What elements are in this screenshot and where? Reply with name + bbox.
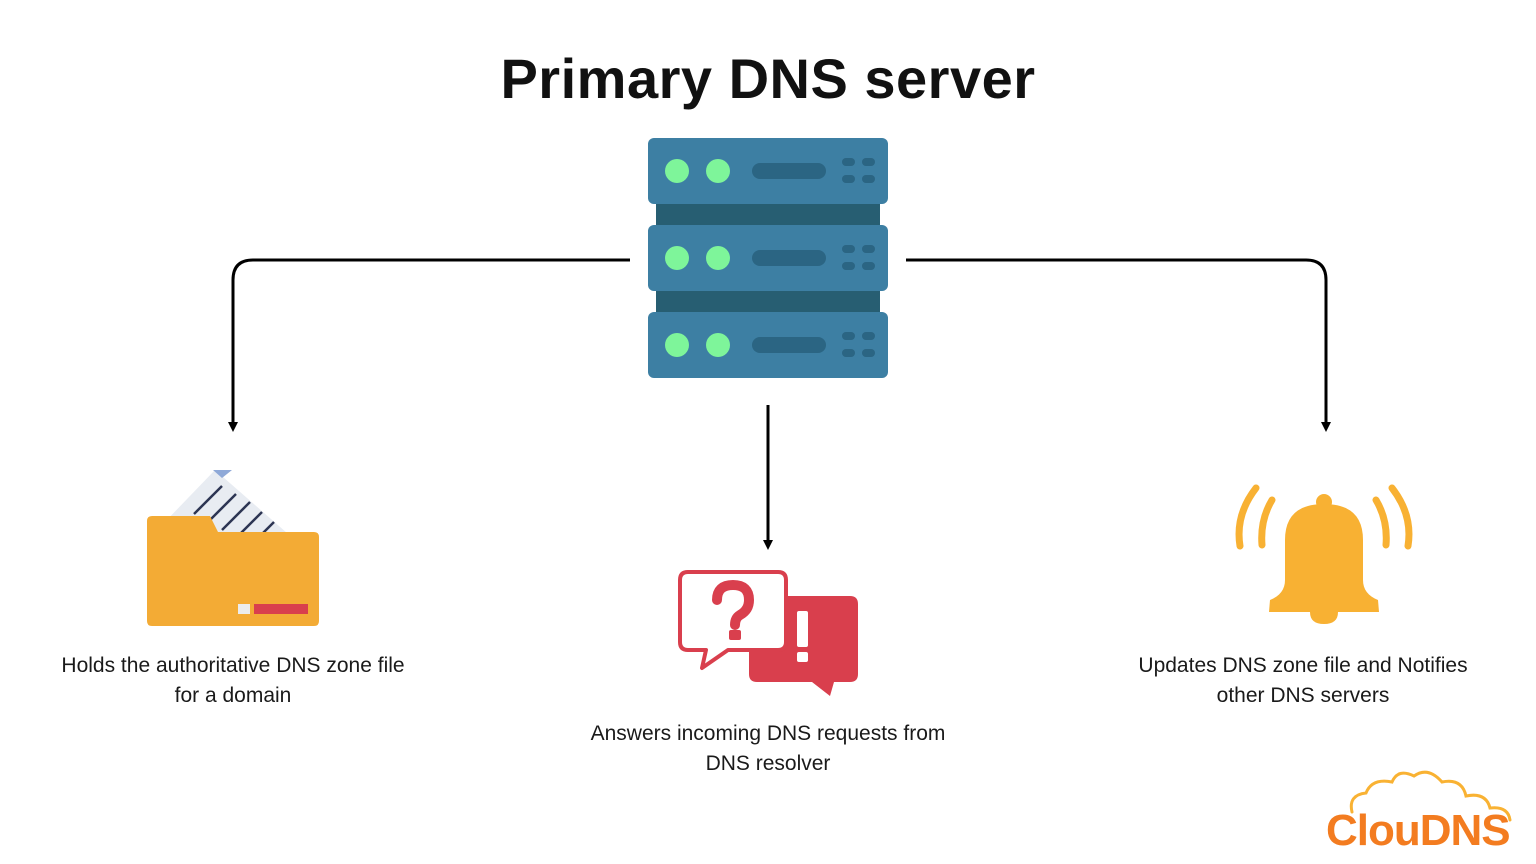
ringing-bell-icon <box>1235 484 1413 624</box>
caption-line: other DNS servers <box>1216 684 1390 707</box>
folder-document-icon <box>147 470 319 626</box>
caption-line: Holds the authoritative DNS zone file <box>61 654 405 677</box>
caption-line: Answers incoming DNS requests from <box>590 722 946 745</box>
caption-answers-requests: Answers incoming DNS requests from DNS r… <box>548 719 988 779</box>
diagram-title: Primary DNS server <box>500 47 1036 110</box>
caption-updates-notifies: Updates DNS zone file and Notifies other… <box>1110 651 1496 711</box>
caption-line: for a domain <box>174 684 292 707</box>
arrow-right <box>906 258 1331 432</box>
cloudns-logo-text: ClouDNS <box>1326 806 1511 855</box>
server-unit-bottom <box>648 312 888 378</box>
caption-line: DNS resolver <box>705 752 831 775</box>
server-unit-middle <box>648 225 888 291</box>
server-rack-icon <box>648 138 888 378</box>
arrow-left <box>228 258 630 432</box>
caption-line: Updates DNS zone file and Notifies <box>1138 654 1468 677</box>
caption-zone-file: Holds the authoritative DNS zone file fo… <box>30 651 436 711</box>
cloudns-logo-cloud <box>1349 770 1512 822</box>
question-exclamation-chat-icon <box>678 570 858 696</box>
server-unit-top <box>648 138 888 204</box>
